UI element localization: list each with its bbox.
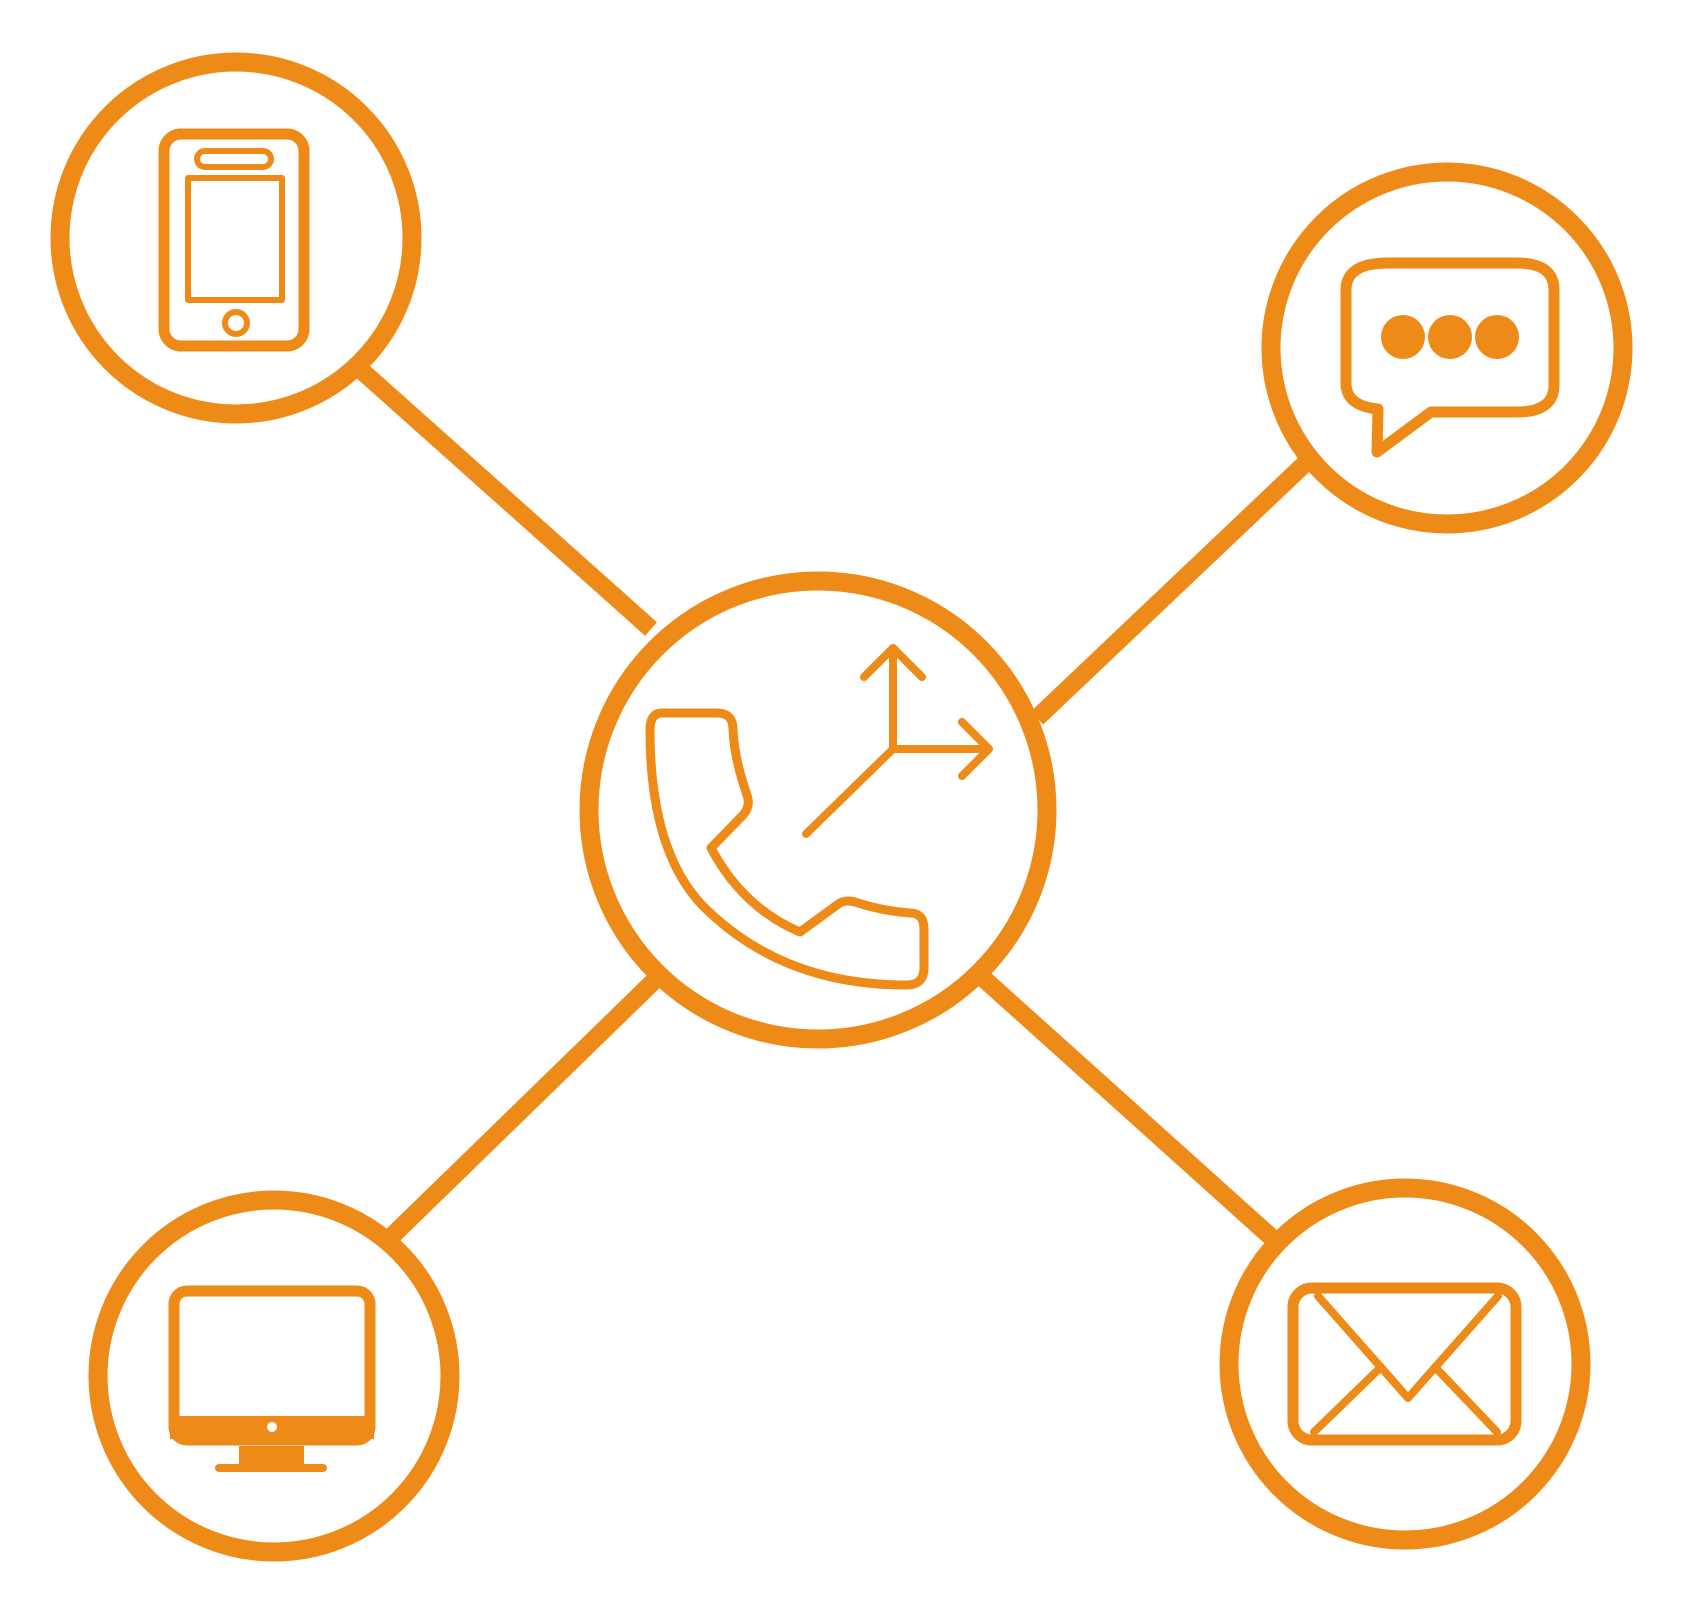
chat-bubble-outline xyxy=(1340,257,1560,458)
smartphone-home-button xyxy=(222,309,250,337)
node-circles xyxy=(50,52,1633,1562)
chat-bubble-icon xyxy=(1340,257,1560,458)
envelope-fold-right xyxy=(1431,1363,1501,1436)
smartphone-screen xyxy=(185,175,285,303)
envelope-fold-left xyxy=(1310,1363,1385,1436)
smartphone-icon xyxy=(158,128,310,352)
connector-chat xyxy=(1030,449,1320,725)
connector-mobile xyxy=(356,364,657,636)
monitor-neck xyxy=(239,1446,304,1466)
monitor-base xyxy=(215,1464,327,1472)
connector-email xyxy=(976,971,1278,1244)
node-mobile xyxy=(50,52,422,424)
connector-desktop xyxy=(386,973,662,1242)
node-email xyxy=(1219,1178,1591,1550)
chat-dot-3 xyxy=(1475,315,1519,359)
envelope-flap xyxy=(1314,1292,1502,1402)
envelope-icon xyxy=(1287,1282,1522,1446)
phone-call-forward-icon xyxy=(645,644,993,990)
desktop-monitor-icon xyxy=(168,1285,376,1472)
monitor-frame xyxy=(168,1285,376,1446)
phone-handset-icon xyxy=(645,708,929,990)
chat-dot-2 xyxy=(1428,315,1472,359)
smartphone-body xyxy=(158,128,310,352)
smartphone-speaker xyxy=(194,148,274,170)
connectors xyxy=(356,364,1320,1244)
chat-dot-1 xyxy=(1381,315,1425,359)
envelope-body xyxy=(1287,1282,1522,1446)
center-node xyxy=(579,571,1057,1049)
monitor-power-dot xyxy=(267,1422,277,1432)
node-desktop xyxy=(88,1190,460,1562)
forward-arrows-icon xyxy=(802,644,993,838)
